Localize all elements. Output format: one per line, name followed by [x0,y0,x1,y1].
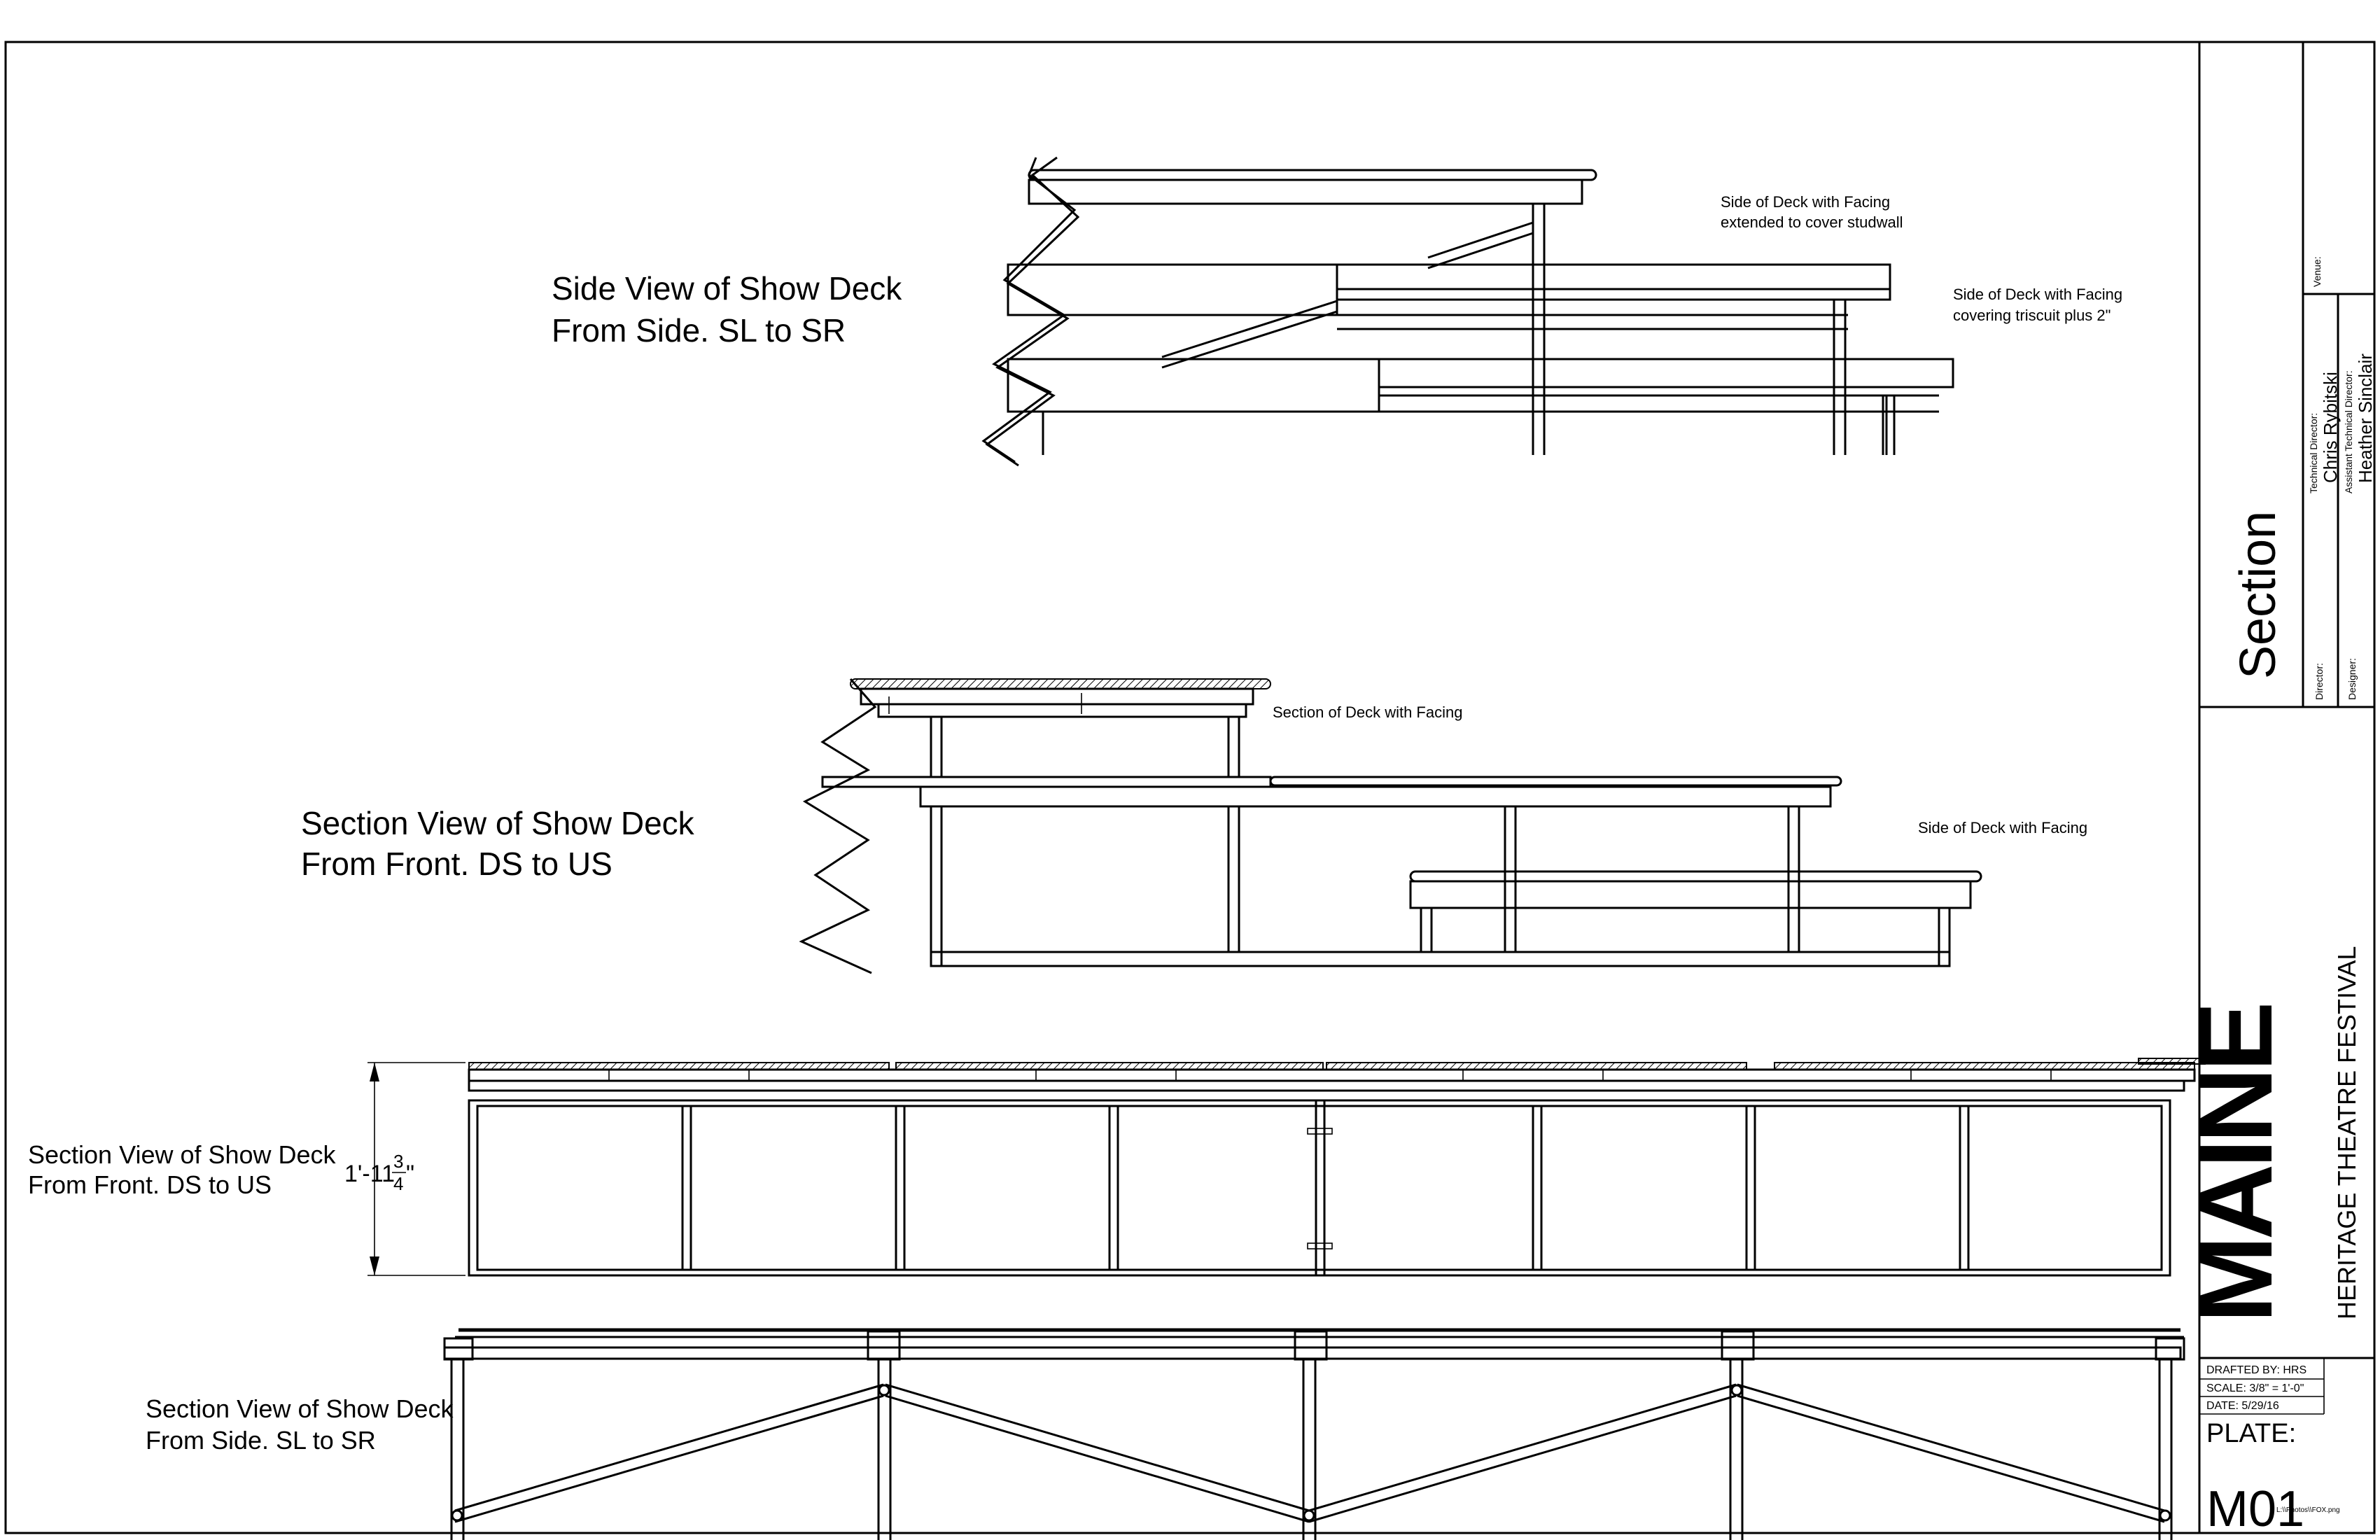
view-title-section-middle-line2: From Front. DS to US [301,846,612,882]
note-facing-triscuit-line1: Side of Deck with Facing [1953,286,2122,303]
height-dimension [368,1062,465,1276]
section-view-side-drawing [443,1328,2185,1540]
section-view-front-drawing [468,1058,2206,1277]
view-title-side-top-line2: From Side. SL to SR [552,312,846,349]
drafted-by: DRAFTED BY: HRS [2206,1364,2306,1376]
note-section-with-facing: Section of Deck with Facing [1273,704,1462,721]
plate-number: M01 [2206,1481,2304,1537]
view-title-side-top-line1: Side View of Show Deck [552,270,902,307]
note-side-with-facing: Side of Deck with Facing [1918,819,2087,836]
title-block [2198,42,2374,1533]
file-reference: L:\\Photos\\FOX.png [2276,1506,2340,1514]
dimension-whole: 1'-11 [344,1161,395,1187]
festival-name: HERITAGE THEATRE FESTIVAL [2332,946,2361,1320]
view-title-section-front-line2: From Front. DS to US [28,1170,272,1199]
scale: SCALE: 3/8" = 1'-0" [2206,1382,2304,1394]
director-label: Director: [2314,663,2325,700]
view-title-section-side-line2: From Side. SL to SR [146,1426,376,1455]
date: DATE: 5/29/16 [2206,1400,2279,1412]
dimension-denominator: 4 [393,1173,403,1194]
side-view-top-drawing [981,156,1954,467]
assistant-td-label: Assistant Technical Director: [2343,370,2354,493]
technical-director-name: Chris Rybitski [2320,372,2341,483]
note-facing-triscuit-line2: covering triscuit plus 2" [1953,307,2110,324]
view-title-section-front-line1: Section View of Show Deck [28,1140,337,1169]
sheet-title: Section [2230,511,2286,679]
designer-label: Designer: [2346,658,2358,700]
dimension-inch-mark: " [406,1161,414,1187]
note-facing-studwall-line2: extended to cover studwall [1721,214,1903,231]
assistant-td-name: Heather Sinclair [2355,354,2376,483]
view-title-section-side-line1: Section View of Show Deck [146,1394,454,1423]
venue-label: Venue: [2311,256,2323,287]
view-title-section-middle-line1: Section View of Show Deck [301,805,695,841]
note-facing-studwall-line1: Side of Deck with Facing [1721,193,1890,211]
sheet-border [4,41,2376,1534]
technical-director-label: Technical Director: [2308,413,2319,493]
section-view-middle-drawing [799,678,1982,974]
plate-label: PLATE: [2206,1419,2296,1448]
dimension-numerator: 3 [393,1151,403,1172]
maine-logo: MAINE [2176,1005,2294,1323]
